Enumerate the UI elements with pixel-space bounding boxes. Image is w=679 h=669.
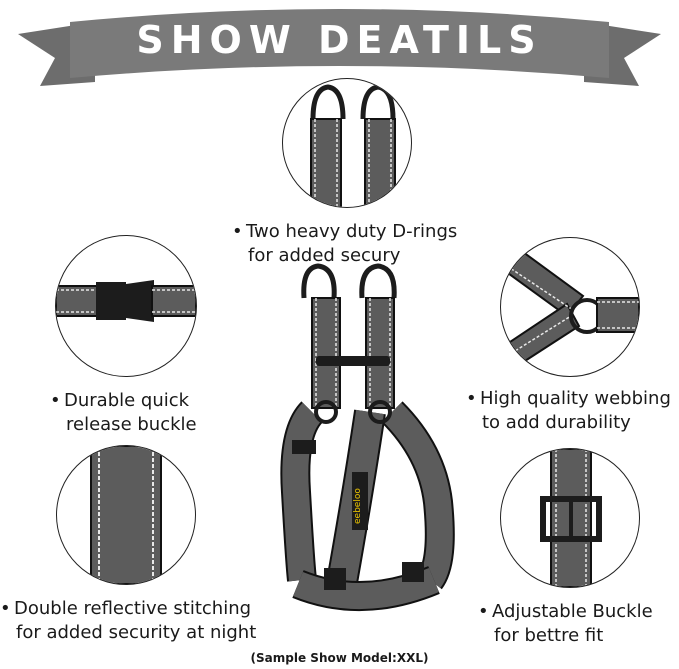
bullet-icon: •	[0, 598, 11, 619]
brand-tag	[352, 472, 368, 530]
reflective-stitching-image	[56, 445, 196, 585]
ribbon-shape	[18, 9, 661, 86]
buckle-caption-line1: Durable quick	[64, 390, 190, 411]
stitching-caption-line2: for added security at night	[16, 622, 257, 643]
sample-model-note: (Sample Show Model:XXL)	[250, 651, 429, 665]
brand-tag-text: eebeloo	[353, 488, 363, 524]
bullet-icon: •	[466, 388, 477, 409]
d-rings-caption: •Two heavy duty D-rings for added secury	[232, 220, 457, 268]
stitching-caption: •Double reflective stitching for added s…	[0, 597, 256, 645]
header-banner: SHOW DEATILS	[0, 0, 679, 90]
webbing-caption-line1: High quality webbing	[480, 388, 671, 409]
buckle-caption: •Durable quick release buckle	[50, 389, 197, 437]
d-rings-detail-image	[282, 78, 412, 208]
bullet-icon: •	[478, 601, 489, 622]
webbing-detail-image	[500, 237, 640, 377]
adjustable-caption-line2: for bettre fit	[494, 625, 604, 646]
bullet-icon: •	[232, 221, 243, 242]
harness-product-image: eebeloo	[262, 262, 462, 622]
adjustable-buckle-image	[500, 448, 640, 588]
adjustable-caption: •Adjustable Buckle for bettre fit	[478, 600, 653, 648]
banner-title: SHOW DEATILS	[136, 18, 543, 62]
d-rings-caption-line2: for added secury	[248, 245, 401, 266]
d-rings-caption-line1: Two heavy duty D-rings	[246, 221, 458, 242]
webbing-caption: •High quality webbing to add durability	[466, 387, 671, 435]
adjustable-caption-line1: Adjustable Buckle	[492, 601, 653, 622]
buckle-caption-line2: release buckle	[66, 414, 197, 435]
stitching-caption-line1: Double reflective stitching	[14, 598, 252, 619]
webbing-caption-line2: to add durability	[482, 412, 631, 433]
quick-release-buckle-image	[55, 235, 197, 377]
bullet-icon: •	[50, 390, 61, 411]
